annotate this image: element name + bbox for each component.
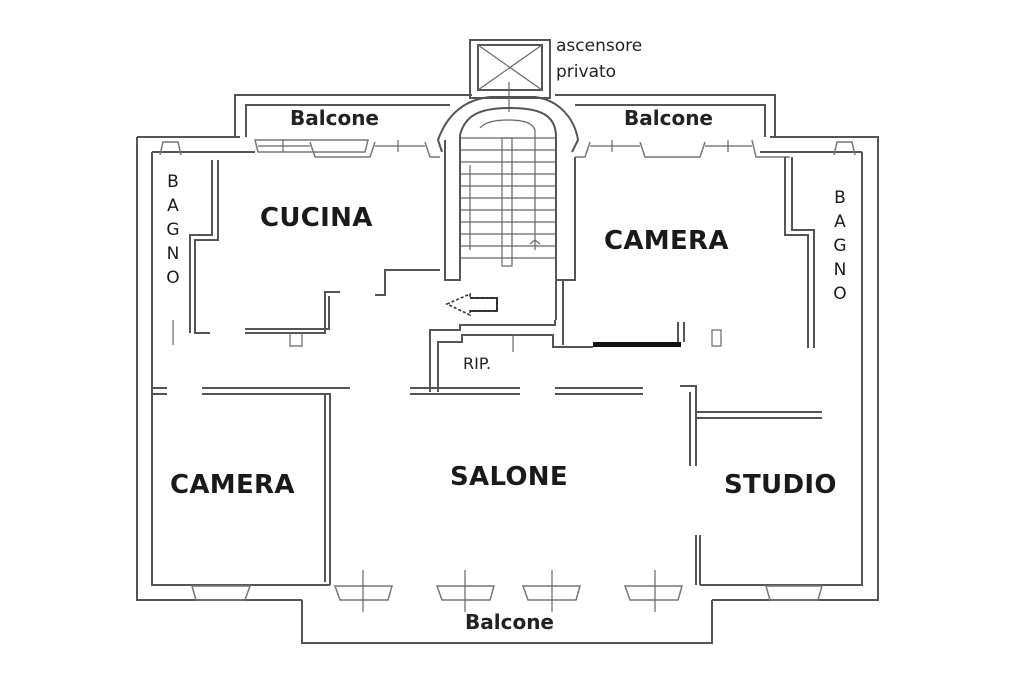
bagno-left-letter: O [166,268,180,288]
room-label-bagno-right: B A G N O [831,186,849,306]
bagno-right-letter: B [834,188,846,208]
cucina-walls [245,140,446,347]
ripostiglio-walls [429,280,593,392]
balcony-bottom [301,600,713,644]
bagno-right-letter: A [834,212,846,232]
elevator-label-line1: ascensore [556,36,643,56]
elevator-label-line2: privato [556,62,617,82]
bagno-left-letter: N [166,244,180,264]
balcony-top-right-label: Balcone [624,106,713,130]
room-label-studio: STUDIO [724,470,837,500]
room-label-cucina: CUCINA [260,203,373,233]
balcony-bottom-label: Balcone [465,610,554,634]
room-label-camera-top: CAMERA [604,226,729,256]
balcony-top-left [234,94,472,137]
bagno-left-letter: A [167,196,179,216]
outer-walls [136,136,879,601]
elevator-shaft [469,39,551,112]
bagno-right-letter: N [833,260,847,280]
stairwell [436,96,580,281]
camera-top-walls [563,157,815,348]
bagno-right-letter: G [833,236,847,256]
bagno-left-letter: B [167,172,179,192]
bagno-left-walls [172,160,219,345]
room-label-salone: SALONE [450,462,568,492]
bottom-windows [191,570,823,612]
balcony-top-right [555,94,776,137]
bagno-right-letter: O [833,284,847,304]
room-label-ripostiglio: RIP. [463,354,492,373]
corridor-walls [152,385,822,585]
room-label-bagno-left: B A G N O [164,170,182,290]
balcony-top-left-label: Balcone [290,106,379,130]
top-windows [159,139,856,158]
arrow-left-icon [445,292,498,317]
room-label-camera-bottom: CAMERA [170,470,295,500]
bagno-left-letter: G [166,220,180,240]
